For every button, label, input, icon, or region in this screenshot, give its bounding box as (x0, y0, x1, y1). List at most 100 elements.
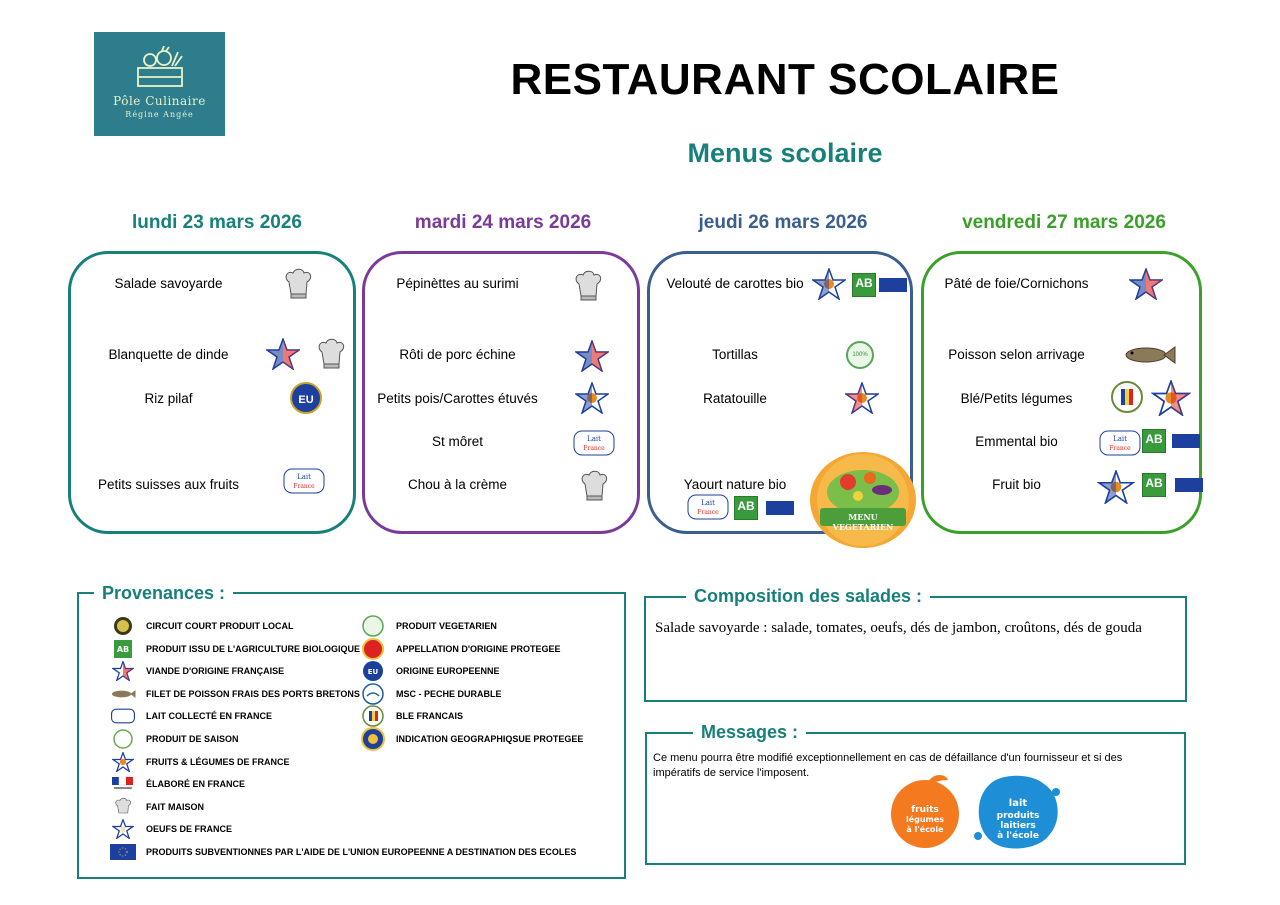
day-card-monday: Salade savoyarde Blanquette de dinde Riz… (68, 251, 356, 534)
legend-label: MSC - PECHE DURABLE (396, 688, 502, 699)
menu-item: Pépinèttes au surimi (396, 276, 519, 291)
logo-line2: Régine Angée (125, 110, 194, 119)
svg-text:lait: lait (1009, 798, 1028, 809)
menu-item: Blanquette de dinde (108, 347, 229, 362)
menu-item: Petits pois/Carottes étuvés (377, 391, 538, 406)
igp-icon (360, 727, 386, 751)
svg-text:fruits: fruits (911, 805, 939, 815)
svg-text:EU: EU (368, 668, 379, 676)
legend-row: APPELLATION D'ORIGINE PROTEGEE (360, 637, 561, 660)
messages-title: Messages : (693, 722, 807, 743)
fruits-legumes-icon (845, 382, 879, 414)
legend-row: ÉLABORÉ EN FRANCE (110, 774, 245, 794)
svg-text:France: France (583, 445, 605, 452)
messages-box: Messages : (645, 722, 1186, 865)
legend-row: INDICATION GEOGRAPHIQSUE PROTEGEE (360, 727, 584, 751)
legend-row: PRODUIT VEGETARIEN (360, 615, 497, 637)
ab-icon: AB (110, 639, 136, 659)
vegetarien-icon: 100% (846, 341, 874, 369)
svg-text:produits: produits (997, 811, 1040, 821)
vegetarien-icon (360, 615, 386, 637)
fruits-legumes-icon (1097, 470, 1135, 504)
legend-row: OEUFS DE FRANCE (110, 819, 233, 840)
legend-label: PRODUIT ISSU DE L'AGRICULTURE BIOLOGIQUE (146, 643, 360, 654)
vegetables-bowl-icon (817, 454, 909, 546)
legend-label: FILET DE POISSON FRAIS DES PORTS BRETONS (146, 688, 360, 699)
menu-vegetarien-badge: MENU VEGETARIEN (810, 452, 916, 548)
svg-text:Lait: Lait (297, 473, 311, 481)
svg-text:à l'école: à l'école (997, 830, 1039, 841)
messages-text: Ce menu pourra être modifié exceptionnel… (653, 752, 1123, 779)
ab-icon: AB (852, 273, 876, 297)
legend-row: VIANDE D'ORIGINE FRANÇAISE (110, 661, 285, 682)
fruits-legumes-icon (110, 751, 136, 772)
veg-menu-label: MENU VEGETARIEN (832, 512, 894, 532)
menu-item: St môret (431, 434, 483, 449)
menu-item: Salade savoyarde (114, 276, 223, 291)
legend-label: FAIT MAISON (146, 801, 204, 812)
svg-text:Lait: Lait (701, 499, 715, 507)
legend-label: OEUFS DE FRANCE (146, 824, 233, 835)
eu-flag-icon (110, 842, 136, 862)
elabore-france-icon (110, 774, 136, 794)
eu-flag-icon (1172, 434, 1200, 448)
fish-icon (1125, 346, 1176, 364)
ab-icon: AB (1142, 429, 1166, 453)
svg-text:à l'école: à l'école (906, 824, 944, 834)
legend-label: VIANDE D'ORIGINE FRANÇAISE (146, 666, 285, 677)
page-title: RESTAURANT SCOLAIRE (510, 55, 1060, 104)
menu-item: Yaourt nature bio (683, 477, 787, 492)
svg-text:France: France (697, 509, 719, 516)
viande-france-icon (575, 340, 609, 372)
menu-item: Petits suisses aux fruits (97, 477, 240, 492)
fruits-legumes-icon (575, 382, 609, 414)
legend-label: INDICATION GEOGRAPHIQSUE PROTEGEE (396, 734, 584, 744)
legend-label: CIRCUIT COURT PRODUIT LOCAL (146, 621, 294, 631)
day-card-thursday: Velouté de carottes bio Tortillas Ratato… (647, 251, 913, 534)
fruits-legumes-icon (812, 268, 846, 300)
legend-row: BLE FRANCAIS (360, 705, 463, 728)
pole-culinaire-logo: Pôle Culinaire Régine Angée (94, 32, 225, 136)
chef-hat-icon (318, 338, 345, 369)
chef-hat-icon (581, 470, 608, 501)
svg-text:légumes: légumes (906, 814, 944, 824)
svg-text:Lait: Lait (1113, 435, 1127, 443)
eu-flag-icon (879, 278, 907, 292)
fruits-legumes-icon (1151, 380, 1191, 416)
lait-france-icon (110, 706, 136, 726)
svg-text:Lait: Lait (587, 435, 601, 443)
menu-item: Velouté de carottes bio (666, 276, 804, 291)
legend-row: AB PRODUIT ISSU DE L'AGRICULTURE BIOLOGIQ… (110, 639, 360, 659)
legend-row: PRODUIT DE SAISON (110, 729, 239, 749)
provenances-box: Provenances : (77, 583, 626, 879)
legend-row: PRODUITS SUBVENTIONNES PAR L'AIDE DE L'U… (110, 842, 576, 862)
menu-item: Blé/Petits légumes (960, 391, 1073, 406)
ble-icon (1111, 381, 1143, 413)
aop-icon (360, 637, 386, 660)
legend-row: FRUITS & LÉGUMES DE FRANCE (110, 751, 290, 772)
svg-text:AB: AB (117, 645, 129, 654)
legend-label: FRUITS & LÉGUMES DE FRANCE (146, 756, 290, 767)
oeufs-france-icon (110, 819, 136, 840)
menu-item: Rôti de porc échine (399, 347, 516, 362)
provenances-title: Provenances : (94, 583, 234, 604)
ab-icon: AB (1142, 473, 1166, 497)
legend-label: PRODUIT VEGETARIEN (396, 621, 497, 631)
ab-icon: AB (734, 496, 758, 520)
legend-row: LAIT COLLECTÉ EN FRANCE (110, 706, 272, 726)
legend-label: LAIT COLLECTÉ EN FRANCE (146, 711, 272, 722)
viande-france-icon (110, 661, 136, 682)
legend-row: FAIT MAISON (110, 797, 204, 817)
day-title-tuesday: mardi 24 mars 2026 (414, 212, 592, 233)
day-title-thursday: jeudi 26 mars 2026 (698, 212, 868, 233)
chef-hat-icon (575, 270, 602, 301)
menu-item: Tortillas (712, 347, 758, 362)
day-title-monday: lundi 23 mars 2026 (131, 212, 303, 233)
svg-text:France: France (293, 483, 315, 490)
viande-france-icon (266, 338, 300, 370)
viande-france-icon (1129, 268, 1163, 300)
